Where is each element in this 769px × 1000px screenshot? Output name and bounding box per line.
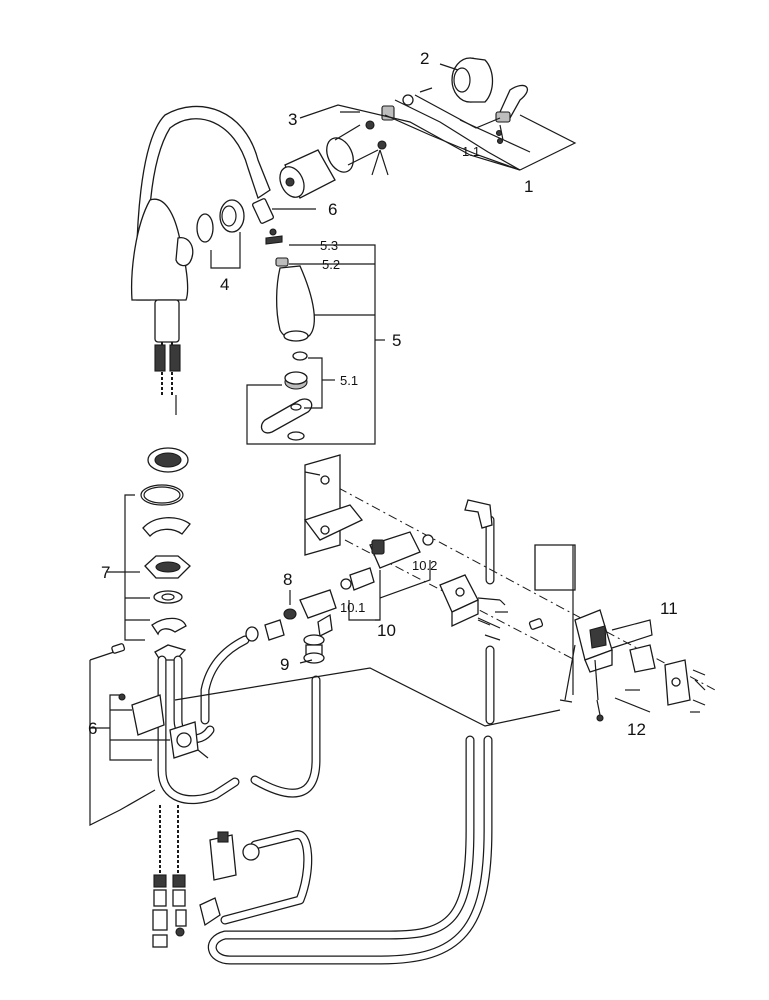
callout-6-bottom: 6	[88, 719, 97, 738]
cartridge-assembly	[279, 57, 577, 199]
connector-parts-8-9	[245, 589, 337, 664]
hose-nut-6	[252, 198, 316, 224]
callout-1-1: 1.1	[462, 144, 480, 159]
callout-10: 10	[377, 621, 396, 640]
callout-12: 12	[627, 720, 646, 739]
faucet-body	[131, 105, 271, 415]
callout-10-1: 10.1	[340, 600, 365, 615]
callout-5-2: 5.2	[322, 257, 340, 272]
callout-5: 5	[392, 331, 401, 350]
callout-10-2: 10.2	[412, 558, 437, 573]
bottom-valve-assembly	[152, 805, 260, 948]
callout-8: 8	[283, 570, 292, 589]
bracket-part-6	[90, 693, 209, 761]
callout-1: 1	[524, 177, 533, 196]
callout-2: 2	[420, 49, 429, 68]
callout-4: 4	[220, 275, 229, 294]
cap-part-2	[451, 57, 494, 103]
callout-7: 7	[101, 563, 110, 582]
o-ring-and-nut-4	[196, 199, 245, 269]
supply-hoses	[89, 515, 561, 965]
callout-11: 11	[660, 599, 678, 618]
callout-5-1: 5.1	[340, 373, 358, 388]
callout-6-top: 6	[328, 200, 337, 219]
callout-labels: 1 1.1 2 3 4 5 5.1 5.2 5.3 6 6 7 8 9 10 1…	[88, 49, 678, 739]
electronic-control-group	[303, 454, 716, 722]
callout-3: 3	[288, 110, 297, 129]
mounting-kit-7	[107, 447, 191, 661]
spray-head-group	[246, 228, 385, 445]
callout-5-3: 5.3	[320, 238, 338, 253]
callout-9: 9	[280, 655, 289, 674]
